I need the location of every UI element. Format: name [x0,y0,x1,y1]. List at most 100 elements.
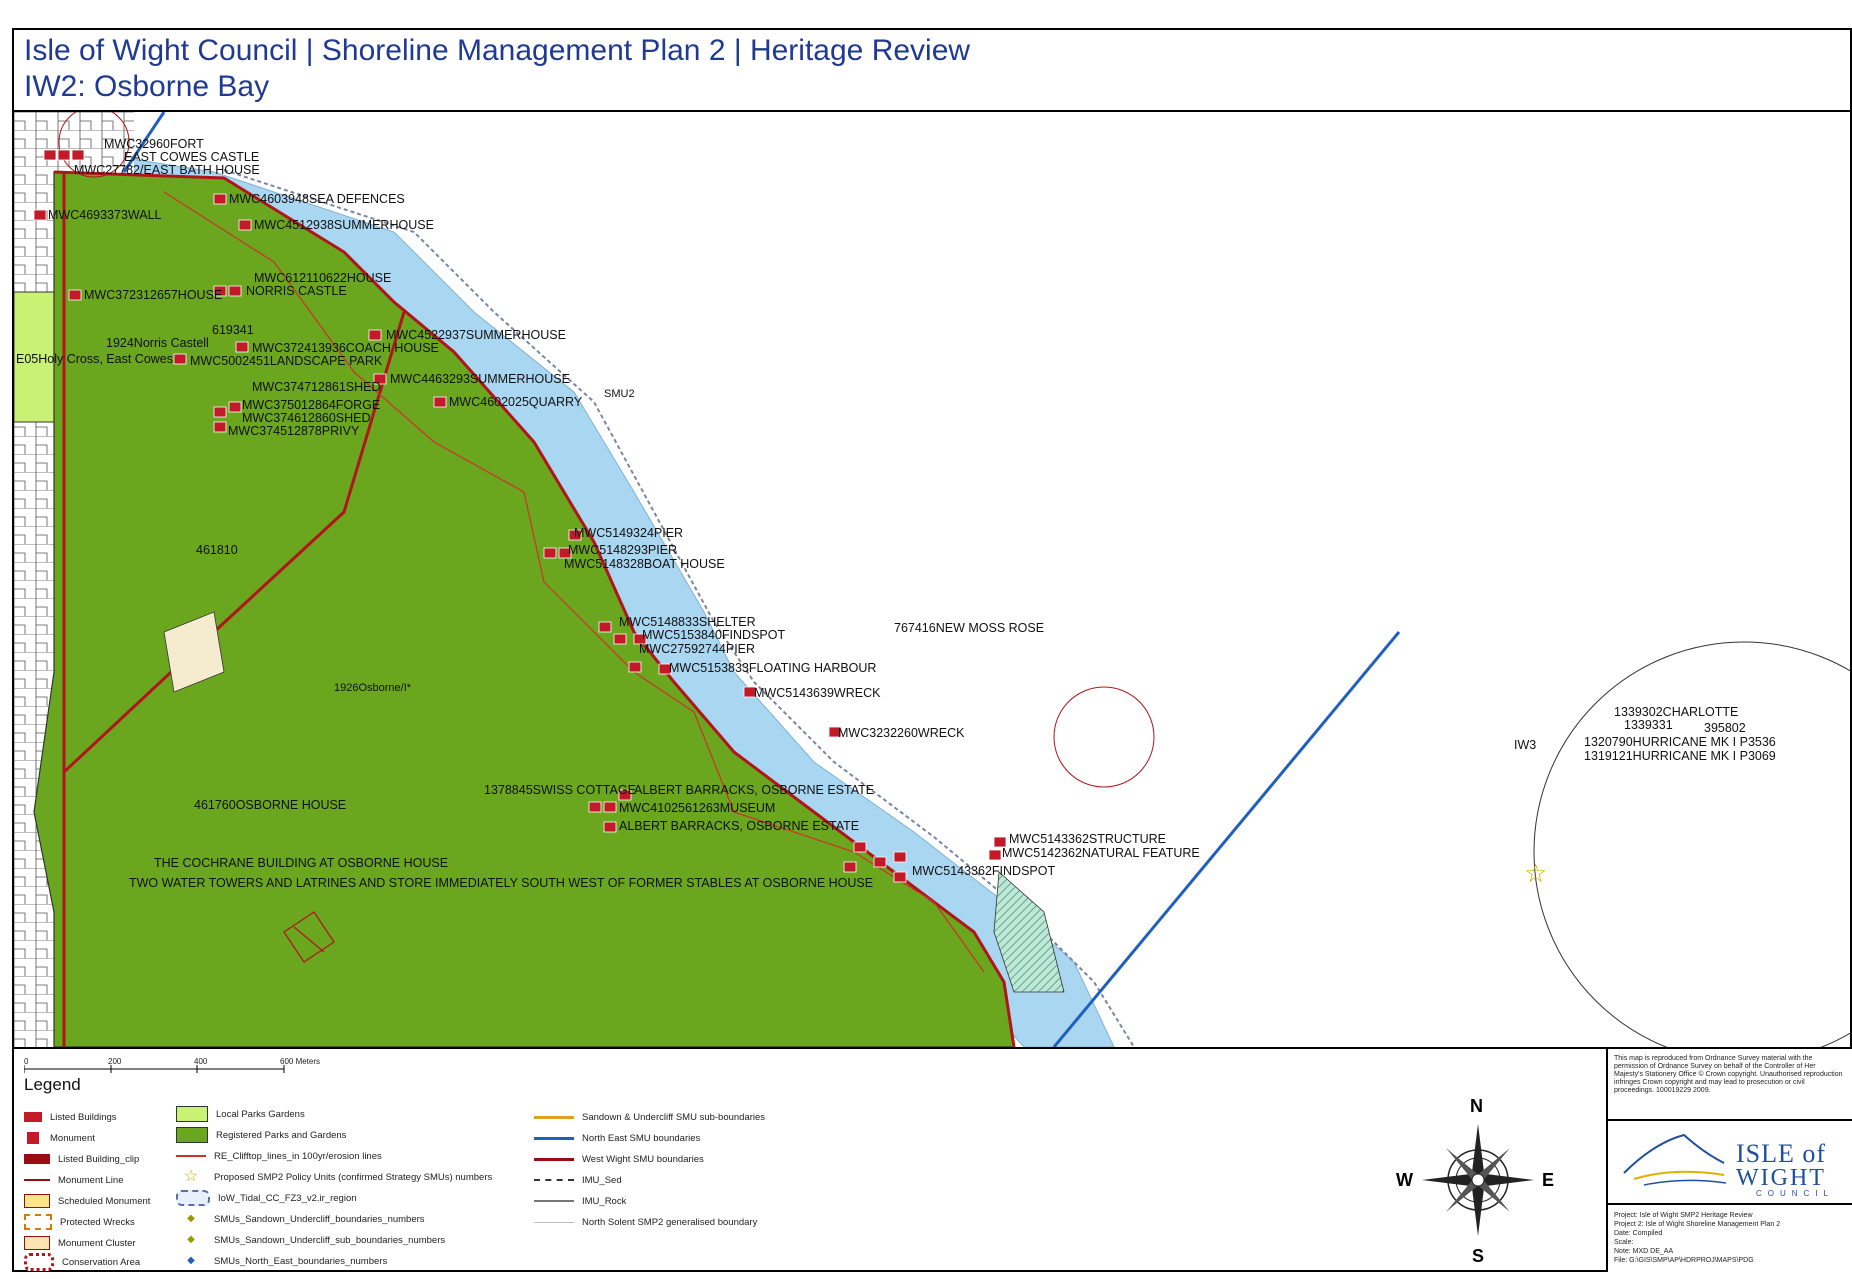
label-structure: MWC5143362STRUCTURE [1009,832,1166,846]
monument-icon [27,1132,39,1144]
light-line-swatch [534,1221,574,1223]
doc-project-2: Project 2: Isle of Wight Shoreline Manag… [1614,1221,1781,1228]
label-395802: 395802 [1704,721,1746,735]
orange-line-swatch [534,1115,574,1119]
legend-smu-sandown-sub: ◆SMUs_Sandown_Undercliff_sub_boundaries_… [176,1232,445,1248]
label-east-cowes-castle: EAST COWES CASTLE [124,150,259,164]
scale-tick-600: 600 Meters [280,1057,321,1066]
dot-icon: ◆ [187,1255,195,1266]
label-privy: MWC374512878PRIVY [228,424,360,438]
label-findspot1: MWC5153840FINDSPOT [642,628,785,642]
label-hurricane1: 1320790HURRICANE MK I P3536 [1584,735,1776,749]
tidal-flood-region [993,871,1065,993]
legend-monument-line: Monument Line [24,1172,123,1188]
legend-listed-buildings: Listed Buildings [24,1109,117,1125]
label-albert-barracks-1: ALBERT BARRACKS, OSBORNE ESTATE [634,783,874,797]
label-new-moss-rose: 767416NEW MOSS ROSE [894,621,1044,635]
logo-line-3: COUNCIL [1756,1189,1835,1198]
legend-monument-cluster: Monument Cluster [24,1235,136,1251]
label-hurricane2: 1319121HURRICANE MK I P3069 [1584,749,1776,763]
compass-s: S [1472,1246,1485,1266]
legend-scheduled-monument: Scheduled Monument [24,1193,150,1209]
doc-project: Project: Isle of Wight SMP2 Heritage Rev… [1614,1212,1753,1219]
compass-w: W [1396,1170,1413,1190]
compass-n: N [1470,1096,1483,1116]
legend-imu-rock: IMU_Rock [534,1193,626,1209]
label-summerhouse2: MWC4522937SUMMERHOUSE [386,328,566,342]
legend-protected-wrecks: Protected Wrecks [24,1214,135,1230]
page-subtitle: IW2: Osborne Bay [24,70,270,103]
scale-bar: 0 200 400 600 Meters [24,1057,484,1077]
label-landscape-park: MWC5002451LANDSCAPE PARK [190,354,383,368]
label-summerhouse3: MWC4463293SUMMERHOUSE [390,372,570,386]
legend-sandown-sub-boundaries: Sandown & Undercliff SMU sub-boundaries [534,1109,765,1125]
legend-title: Legend [24,1075,81,1094]
listed-building-icons [33,149,1007,883]
legend-smu-sandown: ◆SMUs_Sandown_Undercliff_boundaries_numb… [176,1211,424,1227]
protected-wrecks-swatch [24,1214,52,1230]
label-findspot2: MWC5143362FINDSPOT [912,864,1055,878]
label-iw3: IW3 [1514,738,1536,752]
label-osborne-house: 461760OSBORNE HOUSE [194,798,346,812]
label-norris-1924: 1924Norris Castell [106,336,209,350]
legend-registered-parks: Registered Parks and Gardens [176,1127,346,1143]
label-albert-barracks-2: ALBERT BARRACKS, OSBORNE ESTATE [619,819,859,833]
erosion-line-swatch [176,1155,206,1157]
monument-circle-fort [58,112,130,178]
park-internal-boundary [62,311,406,774]
label-fort: MWC32960FORT [104,137,204,151]
label-smu2: SMU2 [604,388,635,400]
label-swiss-cottage: 1378845SWISS COTTAGE [484,783,636,797]
registered-parks-swatch [176,1127,208,1143]
label-quarry: MWC4602025QUARRY [449,395,583,409]
urban-area-west [14,112,54,1047]
label-summerhouse1: MWC4512938SUMMERHOUSE [254,218,434,232]
erosion-line [163,191,985,973]
label-house-612: MWC612110622HOUSE [254,271,391,285]
scale-bar-graphic [24,1065,285,1073]
map-canvas[interactable]: ☆ MWC32960FORT EAST COWES CASTLE [14,112,1850,1047]
label-charlotte: 1339302CHARLOTTE [1614,705,1738,719]
dot-icon: ◆ [187,1234,195,1245]
label-pier3: MWC27592744PIER [639,642,755,656]
north-east-smu-boundary [1052,631,1401,1047]
label-natural-feature: MWC5142362NATURAL FEATURE [1002,846,1200,860]
cream-plot [163,611,225,693]
legend-north-solent: North Solent SMP2 generalised boundary [534,1214,757,1230]
label-shed2: MWC374612860SHED [242,411,371,425]
scale-tick-0: 0 [24,1057,29,1066]
logo-line-2: WIGHT [1736,1165,1826,1191]
doc-scale: Scale: [1614,1239,1634,1246]
iw3-star-icon: ☆ [1524,859,1547,889]
label-pier1: MWC5149324PIER [574,526,683,540]
label-461810: 461810 [196,543,238,557]
legend-west-wight-boundaries: West Wight SMU boundaries [534,1151,704,1167]
monument-cluster-swatch [24,1236,50,1250]
label-bath-house: MWC27782/EAST BATH HOUSE [74,163,260,177]
label-619341: 619341 [212,323,254,337]
label-sea-defences: MWC4603948SEA DEFENCES [229,192,405,206]
doc-file: File: G:\GIS\SMP\AP\HDRPROJ\MAPS\PDG [1614,1257,1754,1264]
label-shelter: MWC5148833SHELTER [619,615,756,629]
label-cochrane: THE COCHRANE BUILDING AT OSBORNE HOUSE [154,856,448,870]
title-bar: Isle of Wight Council | Shoreline Manage… [14,30,1850,112]
north-arrow: N S E W [1388,1084,1568,1274]
label-water-towers: TWO WATER TOWERS AND LATRINES AND STORE … [129,876,873,890]
tidal-flood-swatch [176,1190,210,1206]
label-boat-house: MWC5148328BOAT HOUSE [564,557,725,571]
page-title: Isle of Wight Council | Shoreline Manage… [24,34,971,67]
label-norris-castle: NORRIS CASTLE [246,284,347,298]
label-forge: MWC375012864FORGE [242,398,380,412]
label-wall: MWC4693373WALL [48,208,162,222]
osborne-house-outline [283,911,335,963]
compass-e: E [1542,1170,1555,1190]
north-east-smu-boundary-3 [122,112,166,173]
listed-building-clip-swatch [24,1154,50,1164]
legend-monument: Monument [24,1130,95,1146]
council-logo: ISLE of WIGHT COUNCIL [1608,1119,1852,1205]
legend-north-east-boundaries: North East SMU boundaries [534,1130,700,1146]
label-wreck1: MWC5143639WRECK [754,686,881,700]
map-view[interactable]: ☆ MWC32960FORT EAST COWES CASTLE [14,112,1850,1049]
legend-smu-north-east: ◆SMUs_North_East_boundaries_numbers [176,1253,387,1269]
red-line-swatch [534,1157,574,1161]
